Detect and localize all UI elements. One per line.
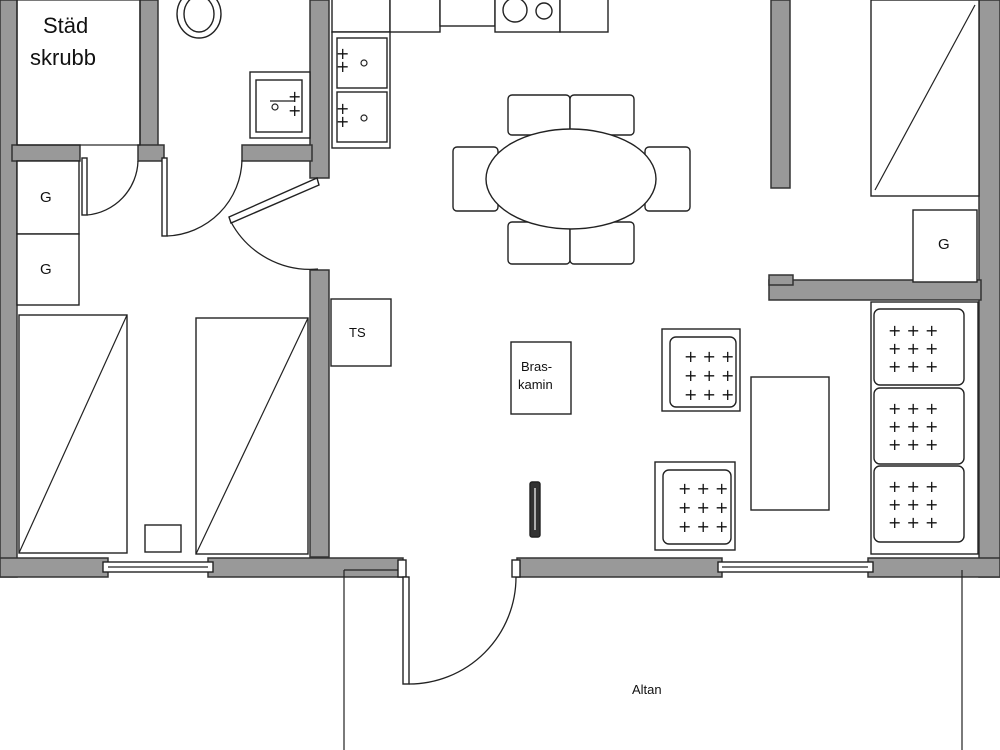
svg-text:+: + — [336, 44, 349, 63]
svg-text:+: + — [336, 112, 349, 131]
svg-text:+ + +: + + + — [888, 399, 938, 418]
svg-text:+ + +: + + + — [888, 321, 938, 340]
wall-hall-top-3 — [241, 144, 313, 162]
armchair-top: + + + + + + + + + — [661, 328, 741, 412]
dining-set — [452, 94, 691, 265]
bed-left — [18, 314, 128, 554]
wall-left-outer — [0, 0, 18, 578]
svg-text:+ + +: + + + — [684, 385, 734, 404]
wardrobe-g-3-label: G — [938, 236, 950, 253]
kitchen-sink: + + + + — [331, 31, 391, 149]
dining-table — [485, 128, 657, 230]
ts-unit: TS — [330, 298, 392, 367]
svg-text:+ + +: + + + — [888, 513, 938, 532]
wardrobe-g-2-label: G — [40, 261, 52, 278]
wall-living-left — [309, 269, 330, 558]
bed-top-right — [870, 0, 980, 197]
svg-text:+ + +: + + + — [678, 498, 728, 517]
armchair-bottom: + + + + + + + + + — [654, 461, 736, 551]
wall-right-vertical — [770, 0, 791, 189]
windows — [102, 559, 874, 578]
svg-text:+: + — [288, 101, 301, 120]
doors — [81, 157, 517, 685]
door-terrace — [402, 576, 517, 685]
wall-right-outer — [978, 0, 1000, 578]
wall-closet-right — [139, 0, 159, 161]
svg-text:+ + +: + + + — [888, 339, 938, 358]
kitchen-counter-top — [331, 0, 609, 33]
toilet — [176, 0, 222, 39]
wall-bath-right — [309, 0, 330, 179]
coffee-table — [750, 376, 830, 511]
wood-stove: Bras- kamin — [510, 341, 572, 415]
svg-text:+: + — [336, 99, 349, 118]
svg-text:+ + +: + + + — [888, 435, 938, 454]
walls — [0, 0, 1000, 578]
wardrobe-g-2: G — [16, 233, 80, 306]
sofa-cushion-1 — [873, 308, 965, 386]
door-bathroom — [161, 157, 243, 237]
wall-bottom-3 — [516, 557, 723, 578]
ts-label: TS — [349, 325, 366, 340]
svg-text:+ + +: + + + — [888, 495, 938, 514]
wood-stove-label-line2: kamin — [518, 377, 553, 392]
svg-text:+: + — [336, 57, 349, 76]
door-bedroom — [228, 177, 320, 270]
door-closet — [81, 157, 139, 216]
svg-text:+ + +: + + + — [678, 517, 728, 536]
cleaning-closet-label-line1: Städ — [43, 13, 88, 38]
wardrobe-g-1-label: G — [40, 189, 52, 206]
terrace: Altan — [343, 569, 963, 750]
wall-bottom-4 — [867, 557, 1000, 578]
svg-text:+ + +: + + + — [684, 366, 734, 385]
cleaning-closet-outline — [16, 0, 141, 146]
sofa-cushion-3 — [873, 465, 965, 543]
wall-right-horizontal — [768, 279, 982, 301]
bed-right — [195, 317, 309, 555]
wall-bottom-2 — [207, 557, 404, 578]
svg-text:+ + +: + + + — [678, 479, 728, 498]
stove-burner-2 — [535, 2, 553, 20]
svg-text:+ + +: + + + — [684, 347, 734, 366]
wood-stove-label-line1: Bras- — [521, 359, 552, 374]
wall-bottom-1 — [0, 557, 109, 578]
wall-right-stub — [768, 274, 794, 286]
wall-hall-top-1 — [11, 144, 81, 162]
wardrobe-g-3: G — [912, 209, 978, 283]
sofa: + + + + + + + + + + + + + + + + + + + + … — [870, 301, 979, 555]
stove-burner-1 — [502, 0, 528, 23]
wall-hall-top-2 — [137, 144, 165, 162]
svg-text:+ + +: + + + — [888, 417, 938, 436]
svg-text:+ + +: + + + — [888, 357, 938, 376]
wardrobe-g-1: G — [16, 160, 80, 235]
tv — [529, 481, 541, 538]
sofa-cushion-2 — [873, 387, 965, 465]
bathroom-sink: + + — [249, 71, 311, 139]
terrace-label: Altan — [632, 682, 662, 697]
svg-text:+ + +: + + + — [888, 477, 938, 496]
bedside-table — [144, 524, 182, 553]
cleaning-closet-label-line2: skrubb — [30, 45, 96, 70]
